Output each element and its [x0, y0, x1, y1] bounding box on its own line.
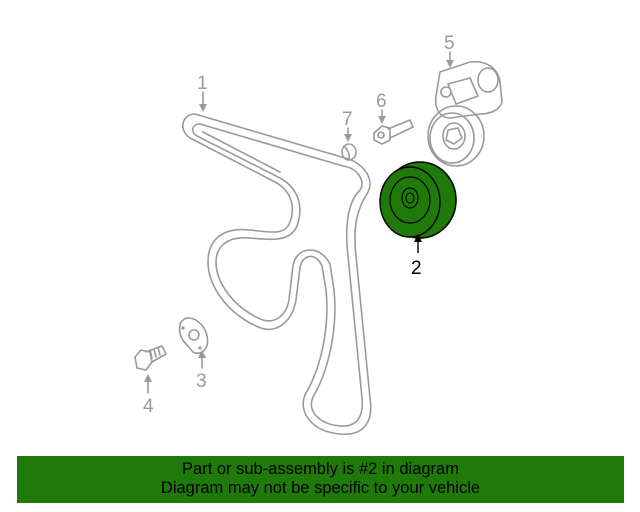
part-label-5: 5 [444, 33, 455, 54]
parts-diagram: 1 2 3 4 5 6 7 [134, 33, 503, 435]
tensioner-part-5[interactable] [427, 60, 503, 167]
washer-part-3[interactable] [178, 317, 209, 354]
idler-pulley-part-2[interactable] [379, 161, 457, 239]
flange-bolt-part-4[interactable] [134, 345, 167, 371]
part-label-4: 4 [143, 396, 154, 417]
bolt-part-6[interactable] [373, 119, 414, 145]
drive-belt-part-1[interactable] [182, 113, 372, 435]
part-label-1: 1 [197, 73, 208, 94]
part-label-2: 2 [411, 258, 422, 279]
part-label-6: 6 [376, 91, 387, 112]
part-label-3: 3 [196, 371, 207, 392]
part-label-7: 7 [342, 109, 353, 130]
banner-line-disclaimer: Diagram may not be specific to your vehi… [160, 479, 481, 497]
dust-cap-part-7[interactable] [341, 143, 357, 161]
leader-lines [144, 51, 454, 394]
banner-line-part-number: Part or sub-assembly is #2 in diagram [182, 460, 459, 478]
info-banner: Part or sub-assembly is #2 in diagram Di… [17, 456, 624, 503]
